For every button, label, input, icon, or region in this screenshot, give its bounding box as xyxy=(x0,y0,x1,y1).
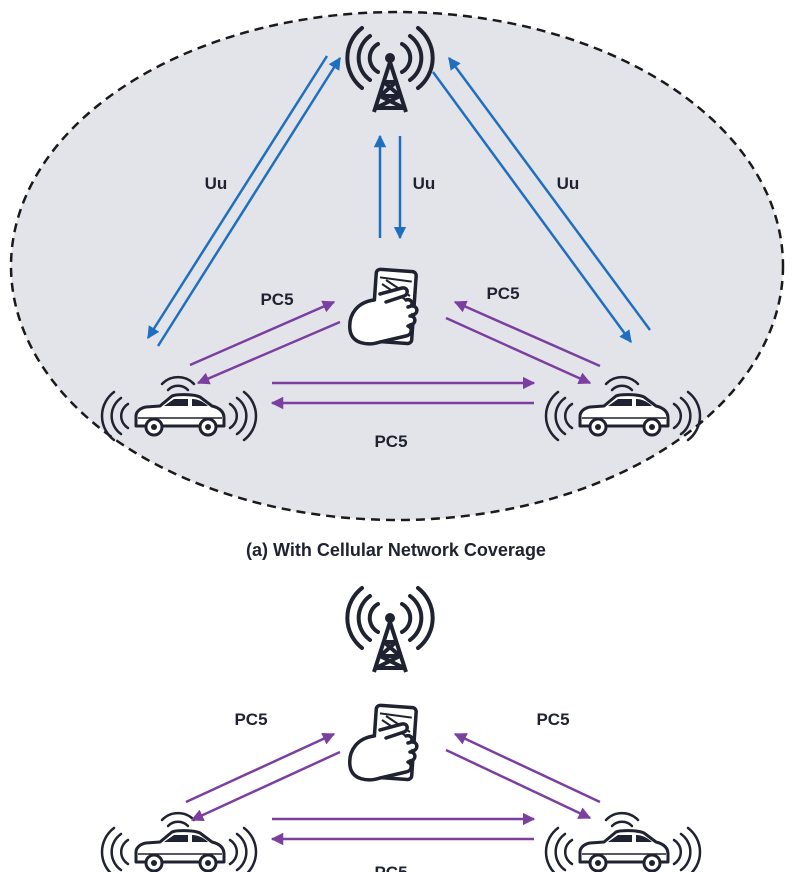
pc5-car-to-phone-right xyxy=(453,732,601,804)
pc5-label-left: PC5 xyxy=(260,290,293,309)
uu-uplink-right xyxy=(447,56,652,331)
uu-uplink-left xyxy=(156,56,342,347)
pc5-phone-to-car-right xyxy=(445,748,592,820)
pc5-label-right: PC5 xyxy=(536,710,569,729)
pc5-phone-to-car-left xyxy=(190,750,341,822)
panel-a-caption: (a) With Cellular Network Coverage xyxy=(246,540,546,560)
pc5-car-to-phone-left xyxy=(185,732,336,804)
pc5-links xyxy=(185,732,601,846)
pc5-phone-to-car-left xyxy=(196,320,341,385)
uu-label-right: Uu xyxy=(557,174,580,193)
pc5-car-to-phone-right xyxy=(453,300,601,368)
pc5-label-bottom: PC5 xyxy=(374,863,407,872)
uu-label-center: Uu xyxy=(413,174,436,193)
pc5-label-bottom: PC5 xyxy=(374,432,407,451)
car-icon xyxy=(100,811,258,872)
uu-downlink-left xyxy=(146,55,329,340)
smartphone-hand-icon xyxy=(347,703,419,782)
coverage-area xyxy=(9,10,785,522)
uu-label-left: Uu xyxy=(205,174,228,193)
panel-b: PC5 PC5 PC5 xyxy=(100,586,702,872)
pc5-label-right: PC5 xyxy=(486,284,519,303)
pc5-car-to-phone-left xyxy=(189,300,336,367)
pc5-label-left: PC5 xyxy=(234,710,267,729)
cell-tower-icon xyxy=(345,586,435,674)
pc5-links xyxy=(189,300,601,410)
uu-links xyxy=(146,55,652,347)
pc5-phone-to-car-right xyxy=(445,316,592,385)
panel-a: Uu Uu Uu PC5 PC5 PC5 (a) With Cellular N… xyxy=(9,10,785,560)
uu-downlink-right xyxy=(431,71,633,344)
car-icon xyxy=(544,811,702,872)
